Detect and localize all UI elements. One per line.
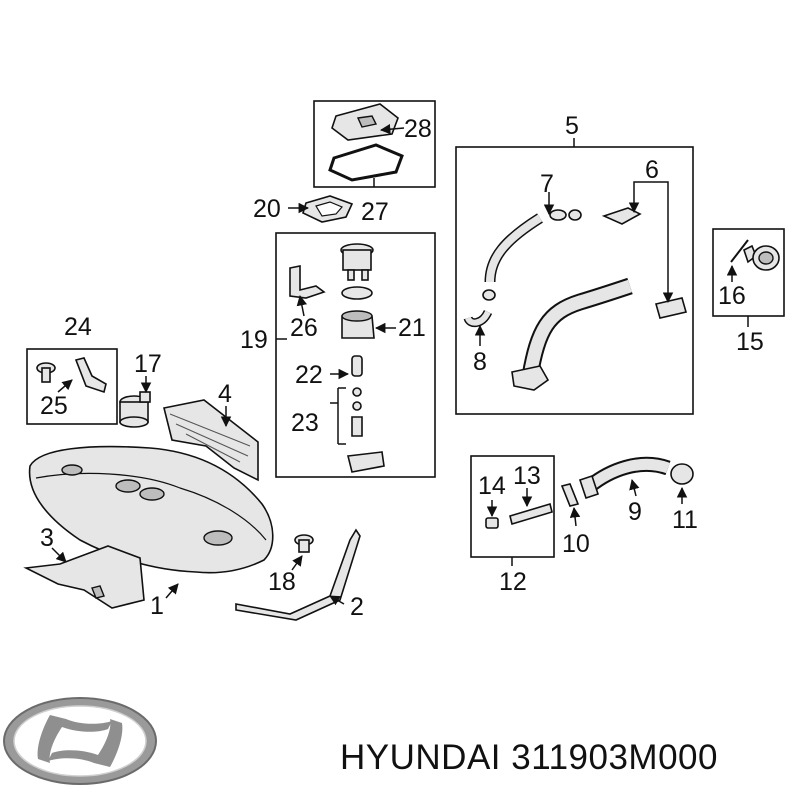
callout-25: 25 bbox=[40, 392, 68, 420]
part-19-pump-parts bbox=[289, 243, 385, 473]
callout-27: 27 bbox=[361, 198, 389, 226]
hyundai-logo-icon bbox=[3, 697, 157, 785]
callout-2: 2 bbox=[350, 593, 364, 621]
callout-20: 20 bbox=[253, 195, 281, 223]
part-18-grommet bbox=[294, 534, 314, 553]
callout-10: 10 bbox=[562, 530, 590, 558]
part-3-shield bbox=[23, 545, 145, 609]
box-24-group bbox=[26, 348, 118, 425]
part-24-bolt-bracket bbox=[36, 357, 107, 394]
part-11-cap bbox=[670, 463, 694, 485]
callout-26: 26 bbox=[290, 314, 318, 342]
part-28-cover-plate bbox=[328, 103, 404, 182]
callout-19: 19 bbox=[240, 326, 268, 354]
callout-24: 24 bbox=[64, 313, 92, 341]
callout-17: 17 bbox=[134, 350, 162, 378]
callout-8: 8 bbox=[473, 348, 487, 376]
callout-1: 1 bbox=[150, 592, 164, 620]
part-17-valve bbox=[119, 391, 151, 428]
part-2-strap bbox=[235, 528, 361, 621]
part-number-caption: HYUNDAI 311903M000 bbox=[340, 738, 718, 777]
part-4-heat-shield bbox=[163, 399, 259, 482]
callout-14: 14 bbox=[478, 472, 506, 500]
callout-18: 18 bbox=[268, 568, 296, 596]
callout-4: 4 bbox=[218, 380, 232, 408]
callout-3: 3 bbox=[40, 524, 54, 552]
part-20-gasket bbox=[302, 195, 354, 223]
callout-21: 21 bbox=[398, 314, 426, 342]
box-19-group bbox=[275, 232, 436, 478]
part-15-filler-cap bbox=[730, 239, 780, 271]
callout-5: 5 bbox=[565, 112, 579, 140]
callout-23: 23 bbox=[291, 409, 319, 437]
callout-16: 16 bbox=[718, 282, 746, 310]
callout-7: 7 bbox=[540, 170, 554, 198]
callout-6: 6 bbox=[645, 156, 659, 184]
callout-12: 12 bbox=[499, 568, 527, 596]
callout-15: 15 bbox=[736, 328, 764, 356]
callout-13: 13 bbox=[513, 462, 541, 490]
part-10-clamp bbox=[560, 483, 580, 507]
callout-11: 11 bbox=[672, 506, 698, 534]
callout-28: 28 bbox=[404, 115, 432, 143]
part-9-hose bbox=[578, 456, 671, 500]
part-5-filler-neck bbox=[463, 207, 688, 391]
callout-9: 9 bbox=[628, 498, 642, 526]
part-12-fittings bbox=[485, 502, 553, 529]
part-1-fuel-tank bbox=[28, 445, 274, 574]
callout-22: 22 bbox=[295, 361, 323, 389]
